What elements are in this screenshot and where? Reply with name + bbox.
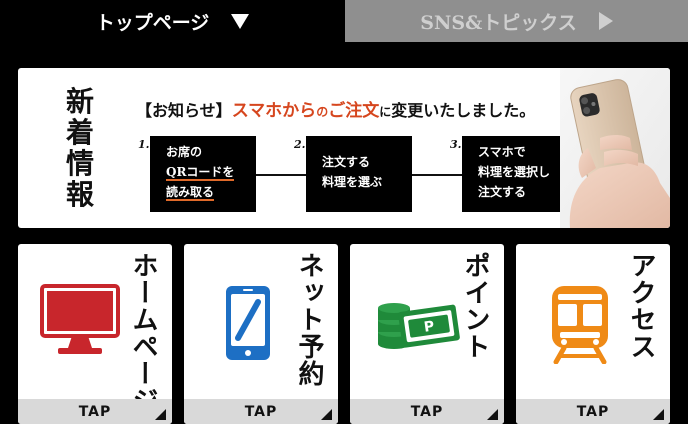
card-points[interactable]: ポイント P TAP: [350, 244, 504, 424]
step-3-line-1: スマホで: [478, 145, 526, 159]
tab-sns-topics-label: SNS&トピックス: [420, 11, 577, 34]
card-points-tap-label: TAP: [410, 403, 444, 420]
step-connector: [256, 174, 306, 176]
corner-arrow-icon: [321, 409, 332, 420]
headline-particle: の: [316, 105, 329, 119]
points-money-icon: P: [378, 303, 460, 349]
step-2-line-2: 料理を選ぶ: [322, 175, 383, 189]
headline-suffix-small: に: [379, 105, 392, 119]
step-1-box: お席の QRコードを 読み取る: [150, 136, 256, 212]
tab-top-page-label: トップページ: [95, 11, 210, 34]
card-net-reservation-tap-bar[interactable]: TAP: [184, 399, 338, 424]
card-net-reservation-label: ネット予約: [294, 252, 324, 387]
step-1-line-2: QRコードを: [166, 165, 235, 181]
card-homepage-tap-label: TAP: [78, 403, 112, 420]
card-net-reservation-tap-label: TAP: [244, 403, 278, 420]
card-access-label: アクセス: [626, 252, 656, 360]
svg-text:P: P: [423, 318, 435, 335]
corner-arrow-icon: [653, 409, 664, 420]
step-2-box: 注文する 料理を選ぶ: [306, 136, 412, 212]
step-connector: [412, 174, 462, 176]
step-2-number: 2.: [294, 138, 306, 151]
step-3-box: スマホで 料理を選択し 注文する: [462, 136, 568, 212]
card-net-reservation[interactable]: ネット予約 TAP: [184, 244, 338, 424]
card-points-label: ポイント: [460, 252, 490, 360]
card-homepage[interactable]: ホームページ TAP: [18, 244, 172, 424]
headline-prefix: 【お知らせ】: [136, 101, 232, 120]
headline-suffix: 変更いたしました。: [391, 101, 536, 120]
triangle-right-icon: [598, 12, 613, 30]
corner-arrow-icon: [487, 409, 498, 420]
card-access[interactable]: アクセス TAP: [516, 244, 670, 424]
train-icon: [552, 286, 608, 364]
step-1-line-1: お席の: [166, 145, 203, 159]
monitor-icon: [40, 284, 120, 354]
corner-arrow-icon: [155, 409, 166, 420]
step-3-line-3: 注文する: [478, 185, 527, 199]
step-2-line-1: 注文する: [322, 155, 371, 169]
news-headline: 【お知らせ】スマホからのご注文に変更いたしました。: [136, 96, 535, 121]
card-access-tap-label: TAP: [576, 403, 610, 420]
news-panel[interactable]: 新着情報 【お知らせ】スマホからのご注文に変更いたしました。 1. 2. 3. …: [18, 68, 670, 228]
triangle-down-icon: [231, 13, 250, 29]
hand-holding-phone-image: [560, 68, 670, 228]
step-1-number: 1.: [138, 138, 150, 151]
headline-highlight-a: スマホから: [231, 101, 317, 121]
headline-highlight-b: ご注文: [328, 101, 380, 121]
tab-sns-topics[interactable]: SNS&トピックス: [345, 0, 688, 42]
step-3-line-2: 料理を選択し: [478, 165, 551, 179]
card-homepage-label: ホームページ: [128, 252, 158, 414]
card-points-tap-bar[interactable]: TAP: [350, 399, 504, 424]
step-3-number: 3.: [450, 138, 462, 151]
card-access-tap-bar[interactable]: TAP: [516, 399, 670, 424]
tab-top-page[interactable]: トップページ: [0, 0, 345, 42]
step-1-line-3: 読み取る: [166, 185, 215, 201]
card-homepage-tap-bar[interactable]: TAP: [18, 399, 172, 424]
smartphone-icon: [226, 286, 270, 360]
news-title: 新着情報: [65, 85, 94, 211]
